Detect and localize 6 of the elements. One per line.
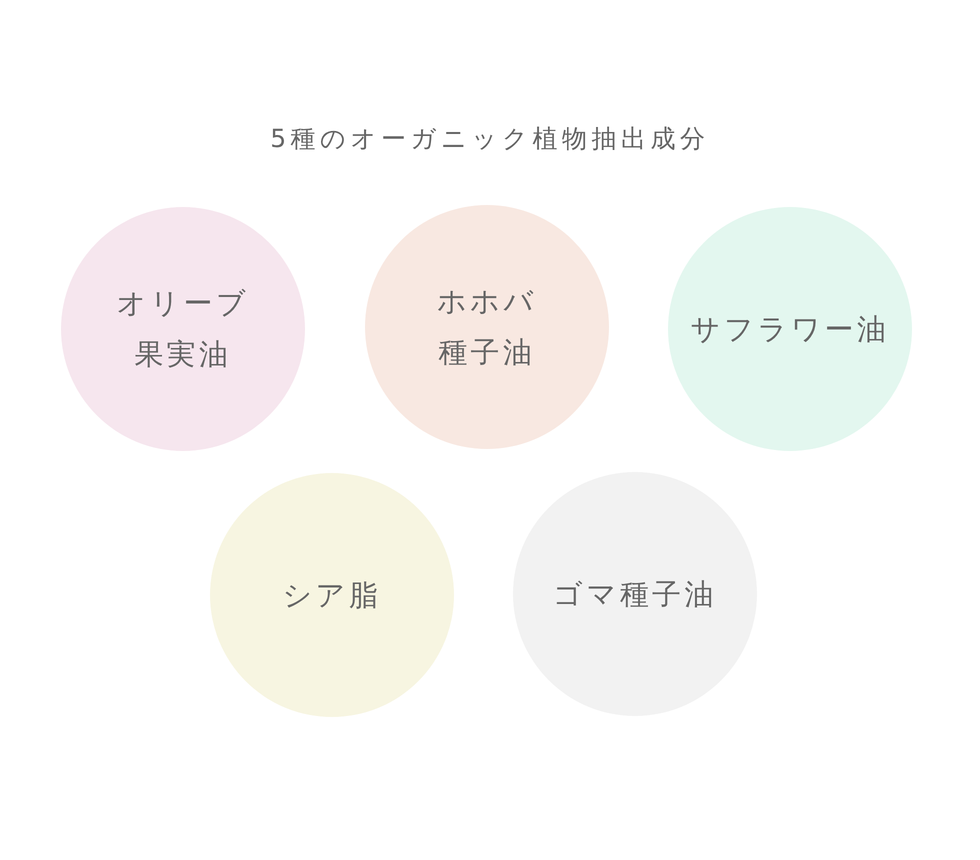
node-label: シア脂 xyxy=(282,576,382,614)
node-label: ゴマ種子油 xyxy=(552,576,718,613)
heading: 5種のオーガニック植物抽出成分 xyxy=(269,123,711,155)
node-label: ホホバ種子油 xyxy=(436,283,538,371)
node-label: サフラワー油 xyxy=(690,310,890,348)
node-label: オリーブ果実油 xyxy=(116,285,250,373)
